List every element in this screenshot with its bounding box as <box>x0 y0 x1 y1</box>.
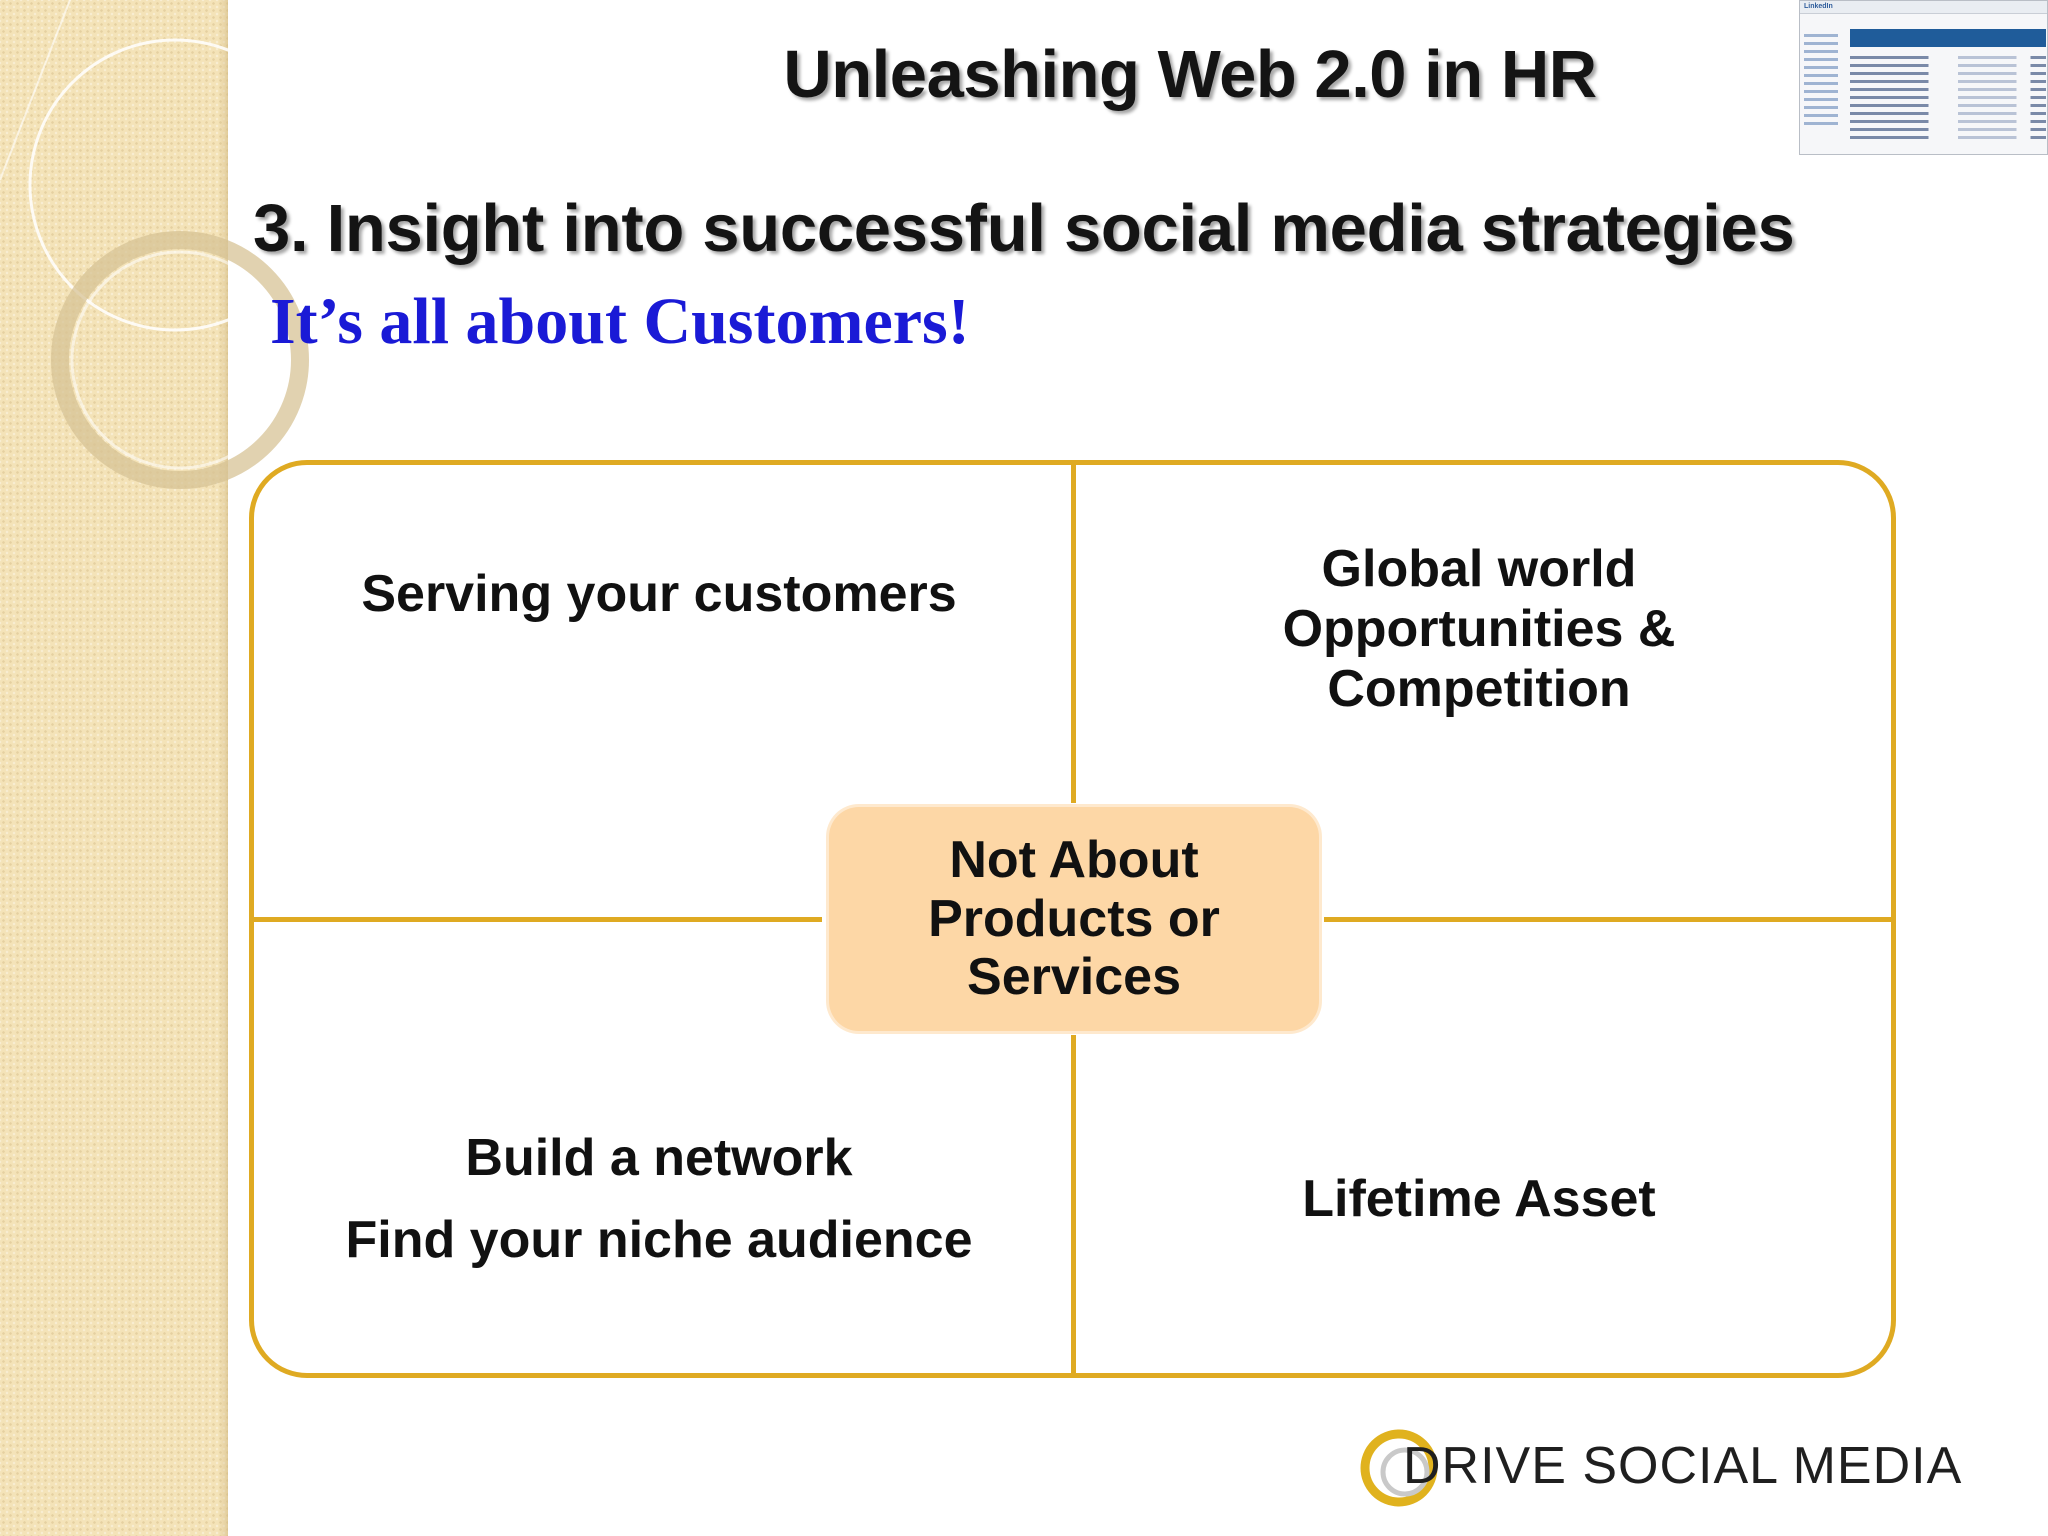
linkedin-screenshot-thumbnail: LinkedIn <box>1799 0 2048 155</box>
center-box: Not About Products or Services <box>829 807 1319 1031</box>
quadrant-top-left: Serving your customers <box>259 565 1059 623</box>
quadrant-bottom-left-line1: Build a network <box>465 1129 853 1188</box>
center-box-line1: Not About <box>949 830 1199 889</box>
divider-vertical-bottom <box>1071 1035 1076 1378</box>
decorative-rings <box>0 0 322 489</box>
quadrant-top-right-line1: Global world <box>1321 540 1637 599</box>
quadrant-top-right: Global world Opportunities & Competition <box>1079 540 1879 718</box>
quadrant-top-left-text: Serving your customers <box>361 565 957 624</box>
slide-title: Unleashing Web 2.0 in HR <box>783 37 1597 112</box>
quadrant-top-right-line2: Opportunities & <box>1282 600 1676 659</box>
center-box-line2: Products or <box>928 889 1220 948</box>
logo-ring-icon <box>1360 1429 1438 1507</box>
drive-social-media-logo: DRIVE SOCIAL MEDIA <box>1355 1418 2025 1513</box>
quadrant-bottom-right: Lifetime Asset <box>1079 1160 1879 1240</box>
quadrant-bottom-left: Build a network Find your niche audience <box>259 1120 1059 1280</box>
divider-vertical-top <box>1071 460 1076 803</box>
thumbnail-topbar: LinkedIn <box>1800 1 2047 14</box>
thumbnail-header-bar <box>1850 29 2046 47</box>
quadrant-bottom-right-text: Lifetime Asset <box>1302 1170 1656 1229</box>
logo-text: DRIVE SOCIAL MEDIA <box>1403 1437 1963 1495</box>
thumbnail-left-nav <box>1804 29 1846 149</box>
quadrant-diagram: Serving your customers Global world Oppo… <box>249 460 1896 1378</box>
divider-horizontal-left <box>249 917 822 922</box>
quadrant-bottom-left-line2: Find your niche audience <box>345 1211 973 1269</box>
quadrant-top-right-line3: Competition <box>1327 659 1631 718</box>
thumbnail-rows <box>1850 51 2046 144</box>
thumbnail-brand: LinkedIn <box>1804 3 1833 10</box>
slide-subtitle: 3. Insight into successful social media … <box>253 191 1795 266</box>
divider-horizontal-right <box>1324 917 1896 922</box>
center-box-line3: Services <box>967 948 1181 1007</box>
slide-tagline: It’s all about Customers! <box>270 285 970 358</box>
